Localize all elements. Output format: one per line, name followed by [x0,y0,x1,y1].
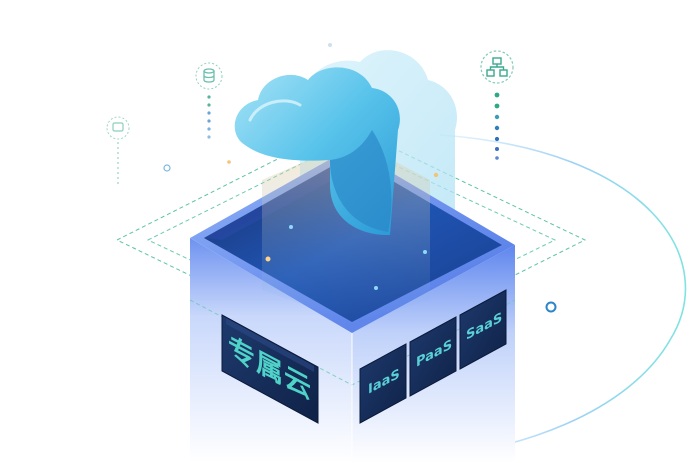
small-ring [328,43,332,47]
sparkle [265,256,271,262]
sparkle [227,160,231,164]
database-icon-group [195,62,223,139]
orbit-arc [399,134,687,461]
network-topology-icon [486,57,508,77]
paas-panel: PaaS [409,316,457,397]
saas-panel: SaaS [459,289,507,370]
monitor-icon [112,122,124,132]
sparkle [289,225,293,229]
database-icon [203,68,215,83]
sparkle [374,286,378,290]
network-icon-group [480,50,514,160]
small-ring [163,164,171,172]
dashed-outline [115,124,587,356]
iaas-panel: IaaS [359,343,407,424]
cloud-icon [234,67,400,236]
sparkle [423,250,427,254]
monitor-icon-group [106,116,130,185]
sparkle [433,172,439,178]
orbit-dot [545,301,557,313]
